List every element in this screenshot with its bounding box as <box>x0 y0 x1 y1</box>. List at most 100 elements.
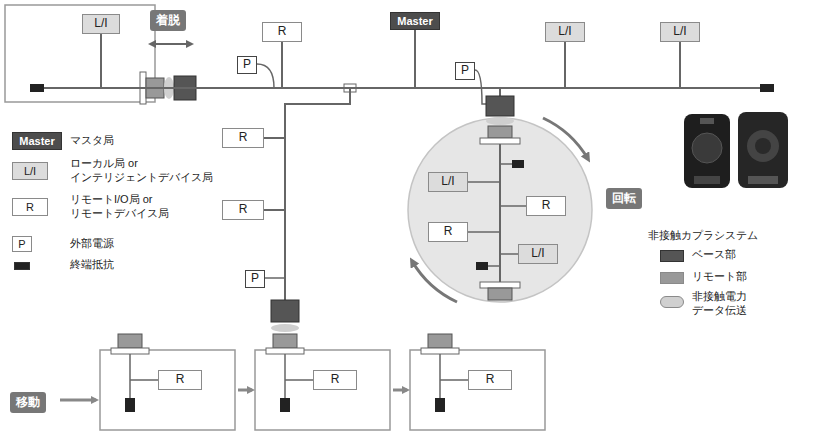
coupler-remote <box>428 334 452 348</box>
terminator <box>280 398 290 412</box>
legend-heading: 非接触カプラシステム <box>648 228 758 243</box>
coupler-base <box>486 96 514 116</box>
action-tag: 着脱 <box>150 10 186 31</box>
legend-text: ローカル局 or インテリジェントデバイス局 <box>70 157 220 185</box>
detach-arrow <box>150 43 192 45</box>
legend-text: 非接触電力 データ伝送 <box>692 290 802 318</box>
coupler-flange <box>266 348 304 354</box>
terminator <box>435 398 445 412</box>
rotating-table <box>408 118 592 302</box>
coupler-flange <box>480 282 520 288</box>
legend-text: マスタ局 <box>70 134 220 148</box>
bus-connector <box>101 30 415 88</box>
coupler-photo <box>684 112 788 188</box>
device-detail <box>700 118 714 124</box>
device-connector <box>694 176 720 184</box>
remote-station-box: R <box>526 196 566 216</box>
legend-text: ベース部 <box>692 248 812 262</box>
station-label: L/I <box>94 17 107 30</box>
station-label: R <box>176 373 185 386</box>
unit-wire <box>130 354 158 398</box>
coupler-device <box>738 112 788 188</box>
rotation-arrow <box>412 261 457 302</box>
remote-station-box: R <box>158 370 202 390</box>
terminator <box>125 398 135 412</box>
legend-sample-text: L/I <box>24 165 36 177</box>
remote-station-box: R <box>313 370 357 390</box>
legend-swatch: Master <box>12 132 62 150</box>
legend-swatch: P <box>12 236 32 252</box>
legend-swatch <box>660 272 684 284</box>
coupler-flange <box>421 348 459 354</box>
terminator <box>30 84 44 92</box>
station-label: R <box>444 225 453 238</box>
branch-wire <box>500 205 526 207</box>
action-tag: 移動 <box>10 392 46 413</box>
moving-unit <box>100 350 235 430</box>
station-label: P <box>251 272 259 285</box>
branch-wire <box>488 265 500 267</box>
local-station-box: L/I <box>518 244 558 264</box>
device-face <box>692 133 722 163</box>
coupler-remote <box>273 334 297 348</box>
contactless-glow <box>271 324 299 332</box>
local-station-box: L/I <box>82 14 120 34</box>
station-label: Master <box>397 15 432 27</box>
local-station-box: L/I <box>660 22 700 42</box>
legend-swatch: L/I <box>12 162 48 180</box>
station-label: R <box>542 199 551 212</box>
terminator <box>760 84 774 92</box>
station-label: P <box>461 64 469 77</box>
master-station-box: Master <box>390 12 440 30</box>
contactless-glow <box>486 117 514 125</box>
local-station-box: L/I <box>545 22 585 42</box>
power-supply-box: P <box>237 56 257 74</box>
coupler-device <box>684 114 730 188</box>
branch-wire <box>500 163 512 165</box>
branch-wire <box>468 231 500 233</box>
action-tag: 回転 <box>606 188 642 209</box>
power-wire <box>257 64 274 88</box>
remote-station-box: R <box>222 128 264 148</box>
station-label: L/I <box>558 25 571 38</box>
station-label: L/I <box>531 247 544 260</box>
bus-connector <box>264 30 415 210</box>
bus-connector <box>264 30 415 138</box>
legend-sample-text: P <box>18 238 25 250</box>
station-label: R <box>278 25 287 38</box>
device-connector <box>748 176 778 184</box>
unit-wire <box>285 354 313 398</box>
coupler-remote <box>118 334 142 348</box>
terminator <box>476 262 488 270</box>
moving-unit <box>255 350 390 430</box>
terminator <box>512 160 524 168</box>
legend-swatch <box>660 250 684 262</box>
legend-swatch <box>14 262 30 270</box>
remote-station-box: R <box>262 22 302 42</box>
power-wire <box>265 277 285 279</box>
legend-swatch: R <box>12 198 48 216</box>
device-face <box>755 138 771 154</box>
power-supply-box: P <box>245 270 265 288</box>
device-face <box>747 130 779 162</box>
station-label: R <box>239 131 248 144</box>
local-station-box: L/I <box>428 172 468 192</box>
coupler-remote <box>488 126 512 138</box>
station-label: R <box>486 373 495 386</box>
legend-text: リモート部 <box>692 270 812 284</box>
branch-wire <box>468 181 500 183</box>
coupler-remote <box>488 288 512 300</box>
bus-drop <box>499 88 501 96</box>
coupler-base <box>271 300 299 322</box>
move-arrow <box>238 389 252 392</box>
station-label: R <box>239 203 248 216</box>
bus-connector <box>415 30 565 88</box>
moving-unit <box>410 350 545 430</box>
legend-sample-text: Master <box>19 135 54 147</box>
move-arrow <box>393 389 407 392</box>
coupler-flange <box>111 348 149 354</box>
branch-wire <box>500 253 518 255</box>
station-label: P <box>243 58 251 71</box>
remote-station-box: R <box>468 370 512 390</box>
